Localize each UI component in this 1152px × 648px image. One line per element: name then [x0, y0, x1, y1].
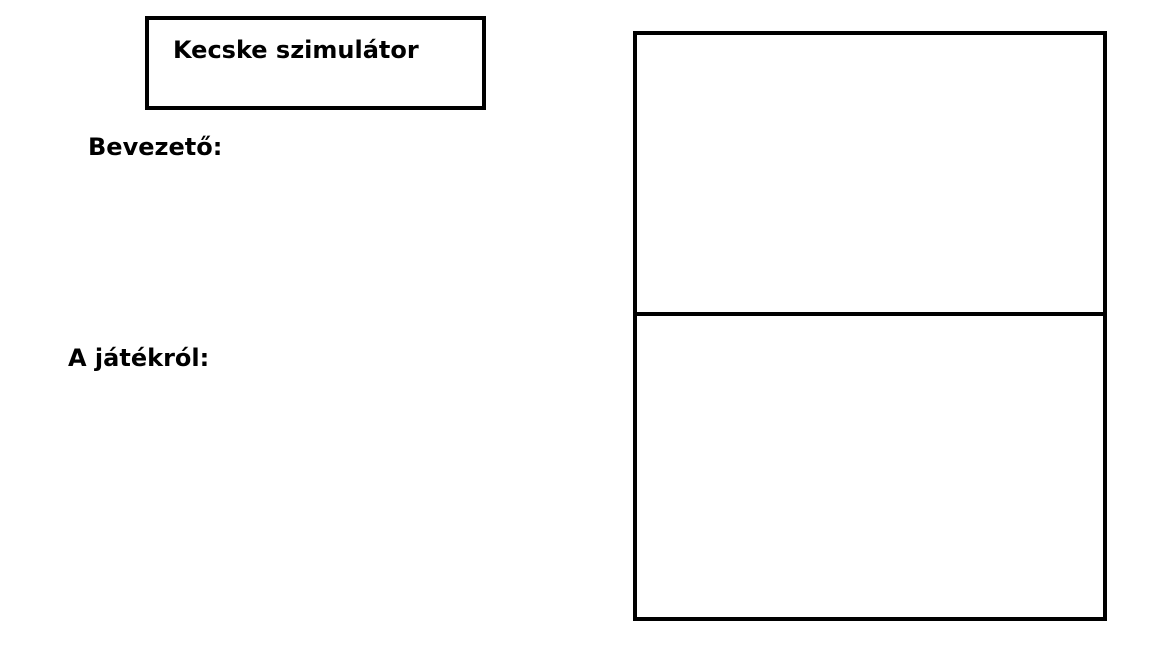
intro-heading: Bevezető:	[88, 133, 223, 161]
page-title: Kecske szimulátor	[173, 36, 419, 64]
bottom-media-panel	[637, 316, 1103, 617]
media-frame	[633, 31, 1107, 621]
title-box: Kecske szimulátor	[145, 16, 486, 110]
top-media-panel	[637, 35, 1103, 312]
about-game-heading: A játékról:	[68, 344, 210, 372]
frame-divider	[637, 312, 1103, 316]
